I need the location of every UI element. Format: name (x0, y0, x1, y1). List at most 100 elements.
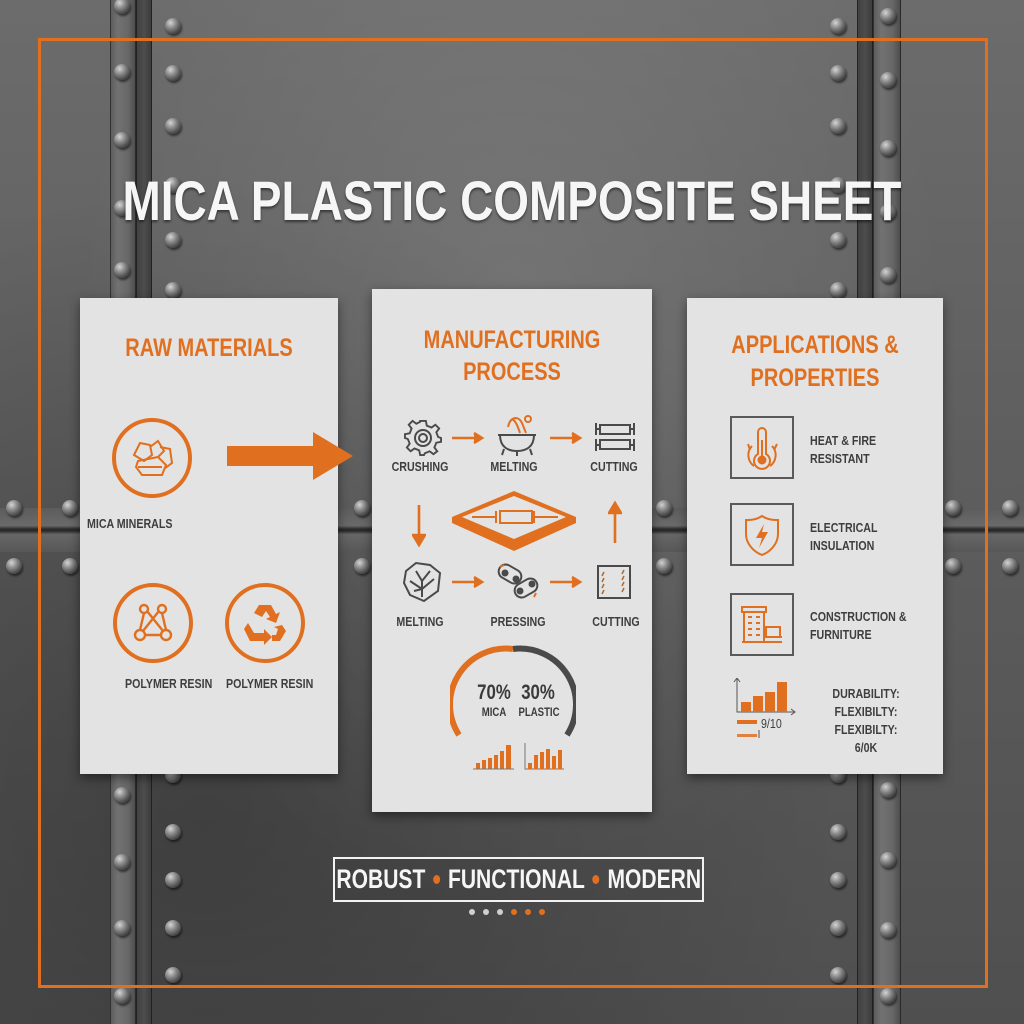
conveyor-icon (497, 563, 539, 599)
rivet (880, 8, 896, 24)
rollers-icon (595, 423, 635, 451)
step-cutting-2-label: CUTTING (592, 614, 640, 629)
construction-label-line1: CONSTRUCTION & (810, 609, 907, 624)
crystals-icon (112, 418, 192, 498)
rivet (880, 988, 896, 1004)
rivet (880, 267, 896, 283)
heat-fire-label-line2: RESISTANT (810, 451, 870, 466)
bullet-dot-icon (592, 875, 600, 884)
step-melting-2-label: MELTING (396, 614, 444, 629)
rivet (165, 824, 181, 840)
rivet (830, 118, 846, 134)
step-crushing-label: CRUSHING (391, 459, 449, 474)
cauldron-icon (498, 415, 536, 456)
plastic-percent: 30% (521, 681, 555, 704)
flexibility-label-1: FLEXIBILTY: (834, 704, 898, 719)
step-melting-label: MELTING (490, 459, 538, 474)
thermometer-fire-icon (730, 416, 794, 479)
rivet (1002, 500, 1018, 516)
rivet (165, 18, 181, 34)
building-furniture-icon (730, 593, 794, 656)
rivet (830, 872, 846, 888)
rivet (830, 282, 846, 298)
heat-fire-label-line1: HEAT & FIRE (810, 433, 877, 448)
shield-bolt-icon (730, 503, 794, 566)
sheet-press-icon (452, 491, 576, 551)
rivet (165, 177, 181, 193)
rivet (880, 140, 896, 156)
rivet (830, 232, 846, 248)
arrow-up-icon (608, 500, 622, 543)
sheet-cut-icon (597, 565, 631, 599)
rivet (830, 824, 846, 840)
rivet (114, 920, 130, 936)
pager-dot-5[interactable] (539, 909, 545, 915)
raw-materials-panel: RAW MATERIALS MICA MINERALS POLYMER RESI… (80, 298, 338, 774)
rivet (165, 65, 181, 81)
pagination-dots (469, 909, 545, 915)
rivet (165, 872, 181, 888)
electrical-label-line1: ELECTRICAL (810, 520, 878, 535)
rating-bar-chart-icon (733, 678, 796, 738)
rivet (165, 232, 181, 248)
manufacturing-panel: MANUFACTURING PROCESS CRUSHING MELTING C… (372, 289, 652, 812)
electrical-label-line2: INSULATION (810, 538, 875, 553)
arrow-right-icon (550, 432, 583, 444)
rivet (6, 558, 22, 574)
bullet-dot-icon (432, 875, 440, 884)
durability-label: DURABILITY: (832, 686, 900, 701)
rivet (880, 204, 896, 220)
polymer-resin-label-2: POLYMER RESIN (226, 676, 314, 691)
pager-dot-2[interactable] (497, 909, 503, 915)
tagline-word-robust: ROBUST (336, 864, 426, 894)
step-cutting-label: CUTTING (590, 459, 638, 474)
crushed-rock-icon (402, 561, 442, 603)
rising-bar-chart-icon (473, 745, 514, 770)
rivet (656, 500, 672, 516)
rivet (880, 782, 896, 798)
rivet (165, 920, 181, 936)
rivet (880, 922, 896, 938)
rivet (114, 132, 130, 148)
applications-heading-line2: PROPERTIES (750, 364, 880, 392)
pager-dot-4[interactable] (525, 909, 531, 915)
rivet (62, 558, 78, 574)
raw-materials-heading: RAW MATERIALS (125, 334, 293, 362)
pager-dot-0[interactable] (469, 909, 475, 915)
rivet (165, 282, 181, 298)
mica-label: MICA (481, 705, 507, 719)
rivet (354, 500, 370, 516)
rivet (114, 262, 130, 278)
polymer-resin-label-1: POLYMER RESIN (125, 676, 213, 691)
molecule-icon (113, 583, 193, 663)
composition-gauge (450, 645, 576, 737)
tagline-word-modern: MODERN (607, 864, 701, 894)
applications-panel: APPLICATIONS & PROPERTIES HEAT & FIRE RE… (687, 298, 943, 774)
rivet (62, 500, 78, 516)
construction-label-line2: FURNITURE (810, 627, 872, 642)
rivet (656, 558, 672, 574)
rivet (114, 0, 130, 14)
pager-dot-1[interactable] (483, 909, 489, 915)
arrow-right-icon (550, 576, 583, 588)
rivet (6, 500, 22, 516)
recycle-icon (225, 583, 305, 663)
flow-arrow-icon (227, 432, 353, 480)
rivet (114, 64, 130, 80)
bar-chart-icon (524, 743, 564, 770)
gear-icon (404, 419, 442, 457)
rivet (114, 200, 130, 216)
rivet (880, 72, 896, 88)
page-title: MICA PLASTIC COMPOSITE SHEET (122, 169, 902, 232)
rivet (114, 988, 130, 1004)
rivet (354, 558, 370, 574)
rivet (165, 118, 181, 134)
plastic-label: PLASTIC (518, 705, 560, 719)
rivet (830, 65, 846, 81)
flexibility-label-2: FLEXIBILTY: (834, 722, 898, 737)
step-pressing-label: PRESSING (490, 614, 546, 629)
pager-dot-3[interactable] (511, 909, 517, 915)
rivet (830, 920, 846, 936)
rivet (1002, 558, 1018, 574)
mica-minerals-label: MICA MINERALS (87, 516, 173, 531)
